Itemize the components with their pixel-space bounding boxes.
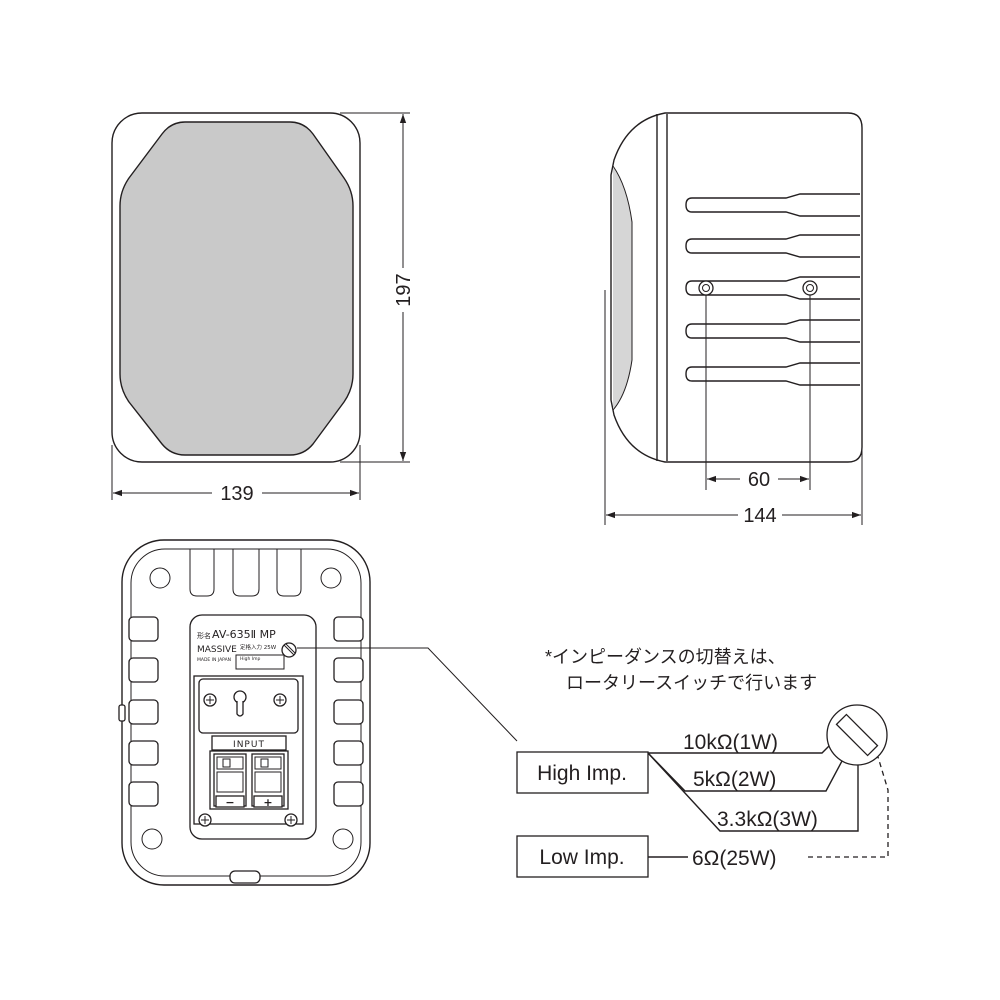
front-view: 197 139 (111, 112, 415, 505)
bracket-screw (273, 693, 287, 707)
bracket-screw (203, 693, 217, 707)
width-dimension-value: 139 (220, 483, 253, 505)
front-body-outline (111, 112, 361, 463)
vent-slot (685, 362, 860, 386)
corner-hole (332, 828, 354, 850)
tap-line-5k (647, 752, 843, 792)
terminal-plus-label: + (263, 796, 272, 809)
side-view: 60 144 (604, 112, 863, 527)
height-dimension: 197 (340, 112, 415, 463)
corner-hole (320, 567, 342, 589)
high-imp-box (516, 751, 649, 794)
plate-brand: MASSIVE (197, 645, 237, 655)
keyhole (233, 690, 247, 717)
vent-slot (685, 234, 860, 258)
rear-view: 形名 AV-635Ⅱ MP MASSIVE 定格入力 25W High Imp … (118, 539, 371, 886)
mounting-hole (802, 280, 818, 296)
vent-slot (685, 276, 860, 300)
plate-model-prefix: 形名 (197, 631, 211, 640)
mounting-bracket (198, 678, 299, 734)
vent-slot (685, 193, 860, 217)
bottom-tab (229, 870, 261, 884)
side-body-outline (610, 112, 863, 463)
low-imp-label: Low Imp. (539, 846, 624, 869)
plate-model: AV-635Ⅱ MP (212, 628, 276, 641)
top-recess (276, 549, 302, 597)
tap-label-10k: 10kΩ(1W) (683, 731, 778, 754)
rear-side-tabs (128, 616, 364, 807)
plate-origin: MADE IN JAPAN (197, 657, 231, 663)
rear-side-notch (118, 704, 126, 722)
plate-switch-label: High Imp (240, 656, 260, 662)
input-label-strip (211, 735, 287, 751)
plate-rotary-switch (281, 642, 297, 658)
note-line-1: *インピーダンスの切替えは、 (545, 647, 786, 667)
note-line-2: ロータリースイッチで行います (566, 673, 817, 693)
corner-hole (141, 828, 163, 850)
depth-dimension-value: 144 (743, 505, 776, 527)
vent-slot (685, 319, 860, 343)
panel-screw (284, 813, 298, 827)
tap-label-5k: 5kΩ(2W) (693, 768, 776, 791)
tap-line-3-3k (647, 752, 859, 832)
switch-leader-line (297, 647, 518, 742)
front-grille (119, 121, 354, 456)
tap-label-6ohm: 6Ω(25W) (692, 847, 777, 870)
depth-dimension: 144 (604, 290, 863, 527)
plate-rated-input: 定格入力 25W (240, 643, 277, 651)
top-recess (232, 549, 260, 597)
input-label: INPUT (233, 740, 265, 750)
terminal-minus-label: − (225, 796, 234, 809)
top-recess (189, 549, 215, 597)
tap-line-10k (648, 745, 830, 754)
height-dimension-value: 197 (393, 273, 415, 306)
terminal-panel: INPUT − + (193, 675, 304, 827)
side-grille-edge (613, 166, 632, 410)
rotary-switch-icon (826, 704, 888, 766)
tap-label-3-3k: 3.3kΩ(3W) (717, 808, 818, 831)
low-imp-box (516, 835, 649, 878)
panel-screw (198, 813, 212, 827)
impedance-callout: High Imp. Low Imp. 10kΩ(1W) 5kΩ(2W) 3.3k… (516, 704, 889, 878)
hole-pitch-dimension-value: 60 (748, 469, 770, 491)
side-vent-slots (685, 193, 860, 386)
width-dimension: 139 (111, 445, 361, 505)
mounting-hole (698, 280, 714, 296)
corner-hole (149, 567, 171, 589)
tap-line-6ohm-dashed (808, 756, 889, 858)
high-imp-label: High Imp. (537, 762, 627, 785)
hole-pitch-dimension: 60 (705, 295, 811, 491)
